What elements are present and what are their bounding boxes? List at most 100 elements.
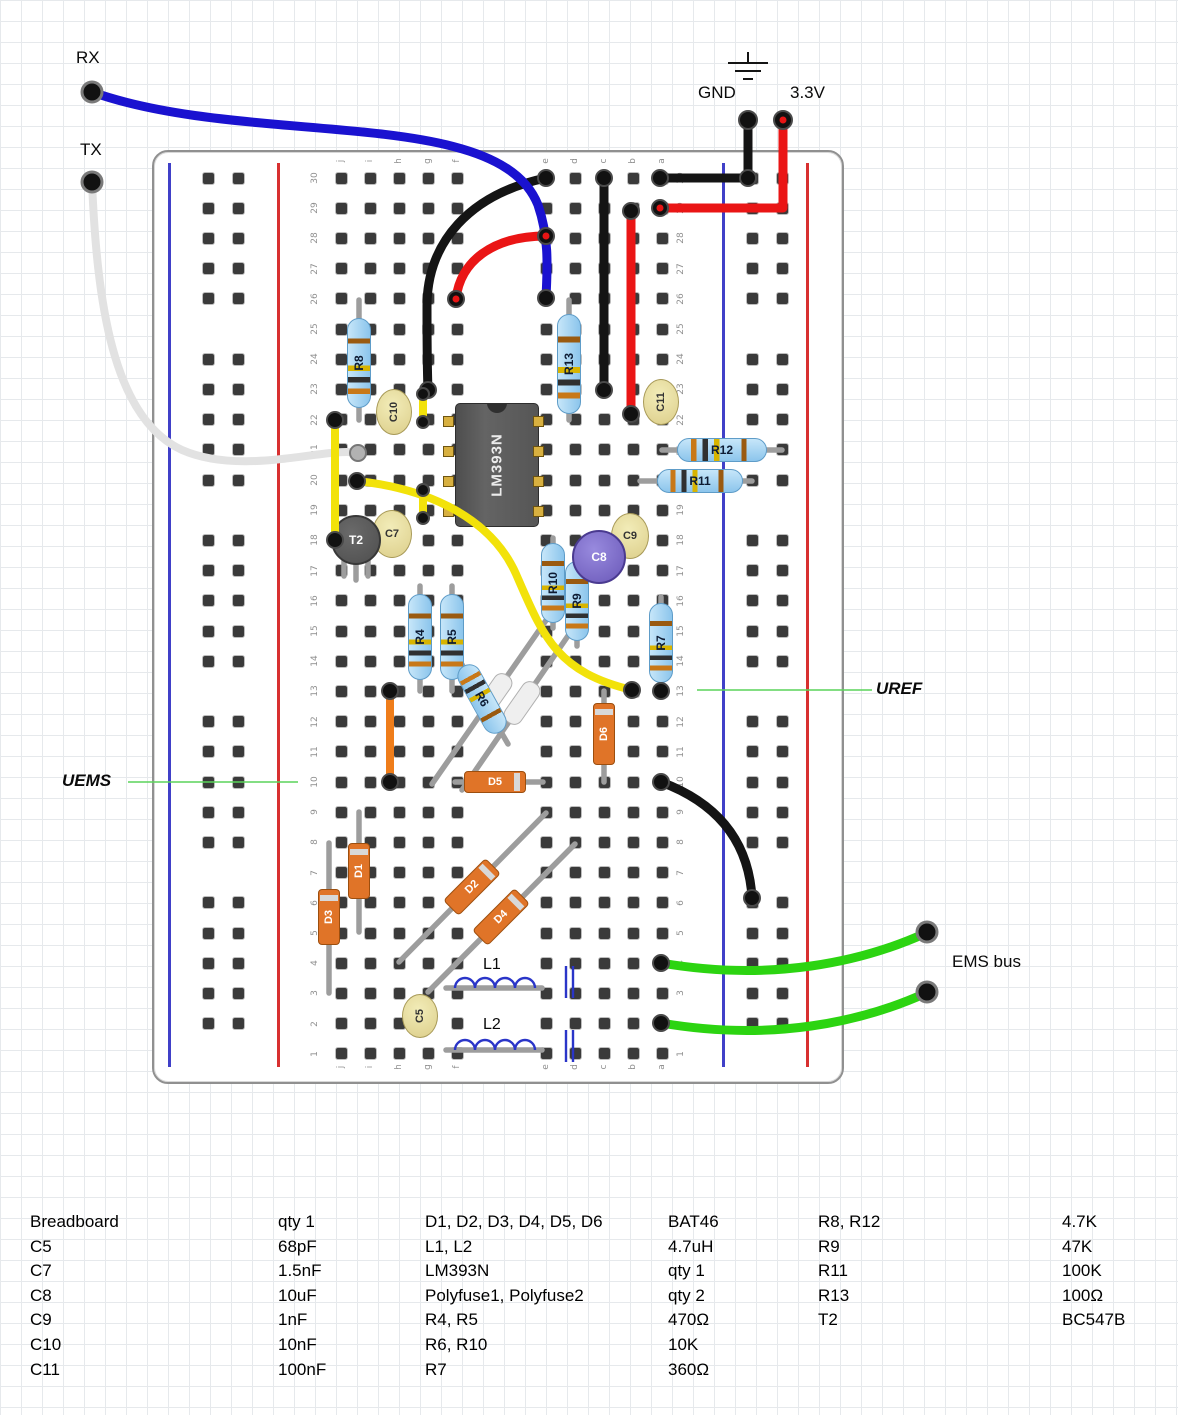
connector-dot[interactable] <box>773 110 793 130</box>
breadboard-hole <box>231 533 245 547</box>
breadboard-hole <box>450 564 464 578</box>
breadboard-hole <box>539 896 553 910</box>
capacitor-c11[interactable]: C11 <box>643 379 679 425</box>
breadboard-hole <box>334 231 348 245</box>
resistor-r10[interactable]: R10 <box>541 543 565 623</box>
column-letter: a <box>657 158 667 164</box>
breadboard-hole <box>655 201 669 215</box>
breadboard-hole <box>775 745 789 759</box>
ic-pin <box>443 476 454 487</box>
resistor-r7[interactable]: R7 <box>649 603 673 683</box>
breadboard-hole <box>745 352 759 366</box>
breadboard-hole <box>363 171 377 185</box>
row-number: 8 <box>310 839 320 846</box>
capacitor-c5[interactable]: C5 <box>402 994 438 1038</box>
connector-dot[interactable] <box>80 170 104 194</box>
breadboard-hole <box>655 684 669 698</box>
resistor-r4[interactable]: R4 <box>408 594 432 680</box>
breadboard-hole <box>626 775 640 789</box>
connector-dot[interactable] <box>915 980 939 1004</box>
breadboard-hole <box>231 564 245 578</box>
row-number: 3 <box>676 990 686 997</box>
row-number: 24 <box>310 353 320 365</box>
breadboard-hole <box>421 352 435 366</box>
breadboard-hole <box>392 322 406 336</box>
capacitor-c8[interactable]: C8 <box>572 530 626 584</box>
ic-lm393n[interactable]: LM393N <box>443 403 544 527</box>
breadboard-hole <box>539 201 553 215</box>
breadboard-hole <box>450 171 464 185</box>
row-number: 9 <box>676 809 686 816</box>
breadboard-hole <box>655 715 669 729</box>
connector-dot[interactable] <box>915 920 939 944</box>
breadboard-hole <box>450 292 464 306</box>
breadboard-hole <box>334 624 348 638</box>
bom-name: C11 <box>30 1359 60 1379</box>
breadboard-hole <box>626 413 640 427</box>
breadboard-hole <box>363 1047 377 1061</box>
breadboard-hole <box>775 564 789 578</box>
resistor-r11[interactable]: R11 <box>657 469 743 493</box>
breadboard-hole <box>745 835 759 849</box>
resistor-r8[interactable]: R8 <box>347 318 371 408</box>
diode-d6[interactable]: D6 <box>593 703 615 765</box>
transistor-t2[interactable]: T2 <box>331 515 381 565</box>
breadboard-hole <box>568 443 582 457</box>
breadboard-hole <box>363 926 377 940</box>
breadboard-hole <box>539 835 553 849</box>
ic-pin <box>533 476 544 487</box>
breadboard-hole <box>231 775 245 789</box>
breadboard-hole <box>597 171 611 185</box>
breadboard-hole <box>450 322 464 336</box>
breadboard-hole <box>334 201 348 215</box>
breadboard-hole <box>450 745 464 759</box>
breadboard-hole <box>201 926 215 940</box>
breadboard-hole <box>597 382 611 396</box>
resistor-r12[interactable]: R12 <box>677 438 767 462</box>
connector-dot[interactable] <box>738 110 758 130</box>
breadboard-hole <box>626 745 640 759</box>
row-number: 26 <box>310 293 320 305</box>
column-letter: g <box>423 158 433 164</box>
breadboard-hole <box>392 201 406 215</box>
breadboard-hole <box>363 715 377 729</box>
breadboard-hole <box>363 503 377 517</box>
row-number: 28 <box>676 232 686 245</box>
breadboard-hole <box>201 956 215 970</box>
breadboard-hole <box>201 201 215 215</box>
breadboard-hole <box>450 866 464 880</box>
breadboard-hole <box>201 413 215 427</box>
bom-name: C7 <box>30 1261 52 1281</box>
breadboard-hole <box>626 654 640 668</box>
breadboard-hole <box>655 322 669 336</box>
breadboard-hole <box>201 896 215 910</box>
breadboard-hole <box>231 835 245 849</box>
connector-dot[interactable] <box>80 80 104 104</box>
breadboard-hole <box>201 473 215 487</box>
row-number: 30 <box>310 172 320 184</box>
breadboard-hole <box>392 473 406 487</box>
row-number: 23 <box>310 383 320 396</box>
breadboard-hole <box>421 413 435 427</box>
breadboard-hole <box>568 805 582 819</box>
breadboard-hole <box>655 866 669 880</box>
breadboard-hole <box>539 715 553 729</box>
breadboard-hole <box>626 715 640 729</box>
breadboard-hole <box>201 986 215 1000</box>
row-number: 22 <box>310 413 320 426</box>
row-number: 2 <box>676 1020 686 1027</box>
breadboard-hole <box>201 292 215 306</box>
row-number: 18 <box>676 534 686 547</box>
breadboard-hole <box>421 262 435 276</box>
diode-d1[interactable]: D1 <box>348 843 370 899</box>
breadboard-hole <box>421 896 435 910</box>
breadboard-hole <box>568 231 582 245</box>
diode-d5[interactable]: D5 <box>464 771 526 793</box>
capacitor-c10[interactable]: C10 <box>376 389 412 435</box>
breadboard-hole <box>392 835 406 849</box>
resistor-r13[interactable]: R13 <box>557 314 581 414</box>
breadboard-hole <box>745 956 759 970</box>
breadboard-hole <box>775 1017 789 1031</box>
diode-d3[interactable]: D3 <box>318 889 340 945</box>
breadboard-hole <box>775 594 789 608</box>
